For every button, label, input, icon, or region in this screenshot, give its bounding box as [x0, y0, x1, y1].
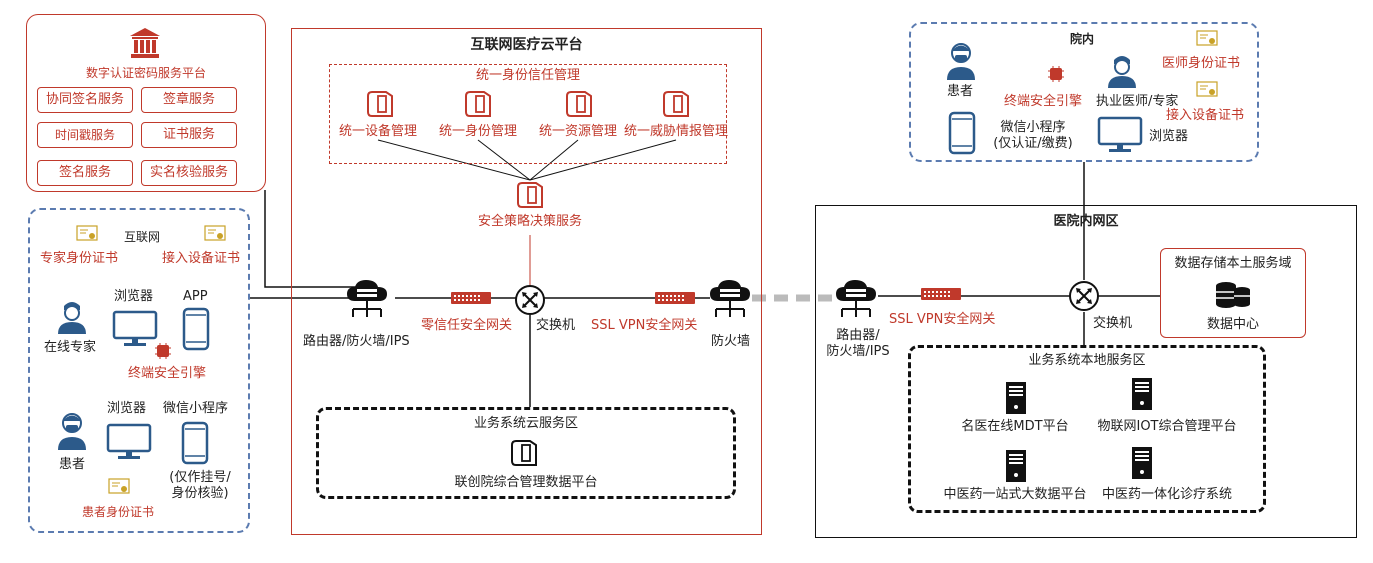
cloud-service-zone-title: 业务系统云服务区 — [473, 416, 578, 431]
cloud-platform-data-label: 联创院综合管理数据平台 — [454, 475, 598, 490]
internet-zone-title: 互联网 — [124, 230, 161, 244]
router-cloud-icon — [347, 280, 387, 317]
patient-cert-label: 患者身份证书 — [82, 505, 155, 519]
firewall-label: 防火墙 — [711, 334, 751, 349]
gateway-icon — [451, 292, 491, 304]
identity-item-device: 统一设备管理 — [338, 124, 417, 139]
server-tower-icon — [1006, 382, 1026, 414]
doctor-cert-label: 医师身份证书 — [1162, 56, 1241, 71]
gateway-icon — [655, 292, 695, 304]
identity-mgmt-title: 统一身份信任管理 — [475, 68, 580, 83]
chip-icon — [155, 343, 171, 359]
expert-cert-label: 专家身份证书 — [40, 251, 119, 266]
hospital-endpoint-engine-label: 终端安全引擎 — [1004, 94, 1083, 109]
cloud-platform — [291, 28, 762, 535]
browser-label: 浏览器 — [114, 289, 154, 304]
patient-label: 患者 — [59, 457, 86, 472]
certificate-icon — [108, 478, 130, 494]
mini-program-note: (仅作挂号/ 身份核验) — [169, 470, 231, 502]
local-service-zone-title: 业务系统本地服务区 — [1028, 353, 1146, 368]
hospital-router-label: 路由器/ 防火墙/IPS — [826, 328, 890, 360]
mini-program-label: 微信小程序 — [163, 401, 229, 416]
local-system-mdt: 名医在线MDT平台 — [961, 419, 1069, 434]
hospital-in-zone — [909, 22, 1259, 162]
firewall-cloud-icon — [710, 280, 750, 317]
phone-icon — [948, 111, 976, 155]
server-tower-icon — [1132, 378, 1152, 410]
certificate-icon — [1196, 81, 1218, 97]
data-center-label: 数据中心 — [1206, 317, 1259, 332]
monitor-icon — [112, 310, 158, 346]
router-cloud-icon — [836, 280, 876, 317]
certificate-icon — [1196, 30, 1218, 46]
cloud-router-label: 路由器/防火墙/IPS — [303, 334, 410, 349]
browser-label-2: 浏览器 — [107, 401, 147, 416]
server-shield-icon — [566, 91, 592, 117]
local-system-tcm: 中医药一体化诊疗系统 — [1101, 487, 1232, 502]
storage-domain-title: 数据存储本土服务域 — [1174, 256, 1292, 271]
identity-mgmt-zone — [329, 64, 727, 164]
switch-icon — [515, 285, 545, 315]
expert-label: 在线专家 — [44, 340, 97, 355]
database-icon — [1216, 282, 1250, 308]
hospital-mini-program-label: 微信小程序 (仅认证/缴费) — [993, 120, 1073, 152]
server-shield-icon — [663, 91, 689, 117]
app-label: APP — [183, 289, 208, 304]
doctor-label: 执业医师/专家 — [1096, 94, 1179, 109]
ca-service-sign: 签名服务 — [37, 160, 133, 186]
ca-service-timestamp: 时间戳服务 — [37, 122, 133, 148]
server-tower-icon — [1006, 450, 1026, 482]
policy-service-label: 安全策略决策服务 — [477, 214, 582, 229]
cloud-switch-label: 交换机 — [536, 318, 576, 333]
hospital-switch-label: 交换机 — [1093, 316, 1133, 331]
patient-icon — [58, 413, 86, 450]
hospital-net-zone — [815, 205, 1357, 538]
chip-icon — [1048, 66, 1064, 82]
certificate-icon — [76, 225, 98, 241]
server-shield-icon — [517, 182, 543, 208]
hospital-ssl-vpn-label: SSL VPN安全网关 — [889, 312, 996, 327]
phone-icon — [182, 307, 210, 351]
server-shield-icon — [367, 91, 393, 117]
identity-item-resource: 统一资源管理 — [538, 124, 617, 139]
identity-item-identity: 统一身份管理 — [438, 124, 517, 139]
doctor-icon — [1108, 56, 1136, 88]
certificate-icon — [204, 225, 226, 241]
cloud-platform-title: 互联网医疗云平台 — [470, 37, 583, 53]
ssl-vpn-gateway-label: SSL VPN安全网关 — [591, 318, 698, 333]
ca-service-seal: 签章服务 — [141, 87, 237, 113]
ca-service-realname: 实名核验服务 — [141, 160, 237, 186]
zero-trust-gateway-label: 零信任安全网关 — [421, 318, 513, 333]
endpoint-engine-label: 终端安全引擎 — [128, 366, 207, 381]
ca-platform — [26, 14, 266, 192]
phone-icon — [181, 421, 209, 465]
hospital-browser-label: 浏览器 — [1149, 129, 1189, 144]
hospital-in-title: 院内 — [1070, 32, 1095, 46]
monitor-icon — [106, 423, 152, 459]
hospital-net-title: 医院内网区 — [1053, 214, 1119, 229]
local-system-iot: 物联网IOT综合管理平台 — [1097, 419, 1237, 434]
local-system-bigdata: 中医药一站式大数据平台 — [943, 487, 1087, 502]
ca-platform-title: 数字认证密码服务平台 — [85, 66, 206, 80]
hospital-patient-label: 患者 — [947, 84, 974, 99]
local-service-zone — [908, 345, 1266, 513]
device-cert-label: 接入设备证书 — [162, 251, 241, 266]
cloud-service-zone — [316, 407, 736, 499]
bank-icon — [130, 28, 160, 58]
doctor-icon — [58, 302, 86, 334]
patient-icon — [947, 43, 975, 80]
ca-service-cosign: 协同签名服务 — [37, 87, 133, 113]
hospital-device-cert-label: 接入设备证书 — [1166, 108, 1245, 123]
server-tower-icon — [1132, 447, 1152, 479]
server-shield-icon — [465, 91, 491, 117]
monitor-icon — [1097, 116, 1143, 152]
identity-item-threat: 统一威胁情报管理 — [623, 124, 728, 139]
ca-service-cert: 证书服务 — [141, 122, 237, 148]
internet-zone — [28, 208, 250, 533]
server-shield-icon — [511, 440, 537, 466]
switch-icon — [1069, 281, 1099, 311]
gateway-icon — [921, 288, 961, 300]
